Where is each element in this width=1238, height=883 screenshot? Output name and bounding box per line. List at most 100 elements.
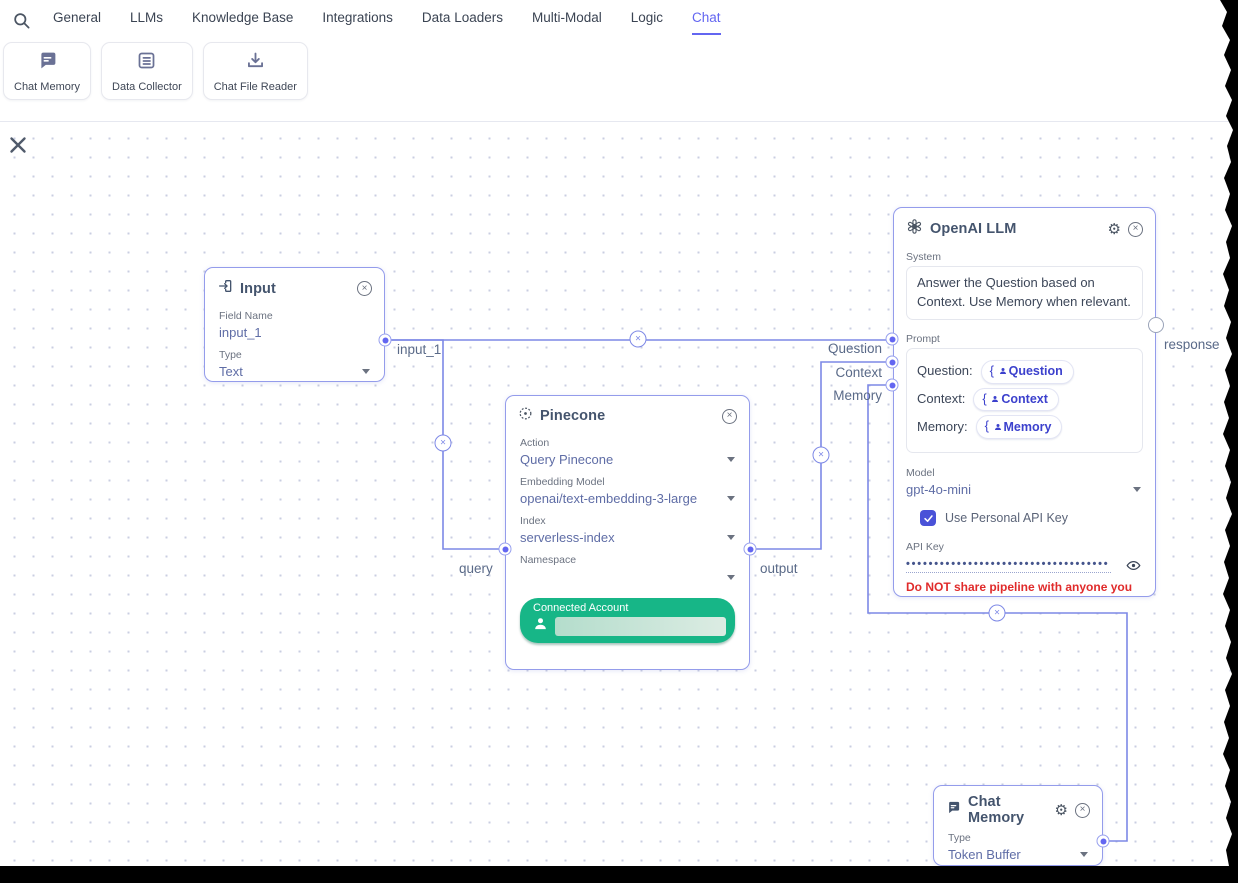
type-select[interactable]: Text [219,364,370,379]
handle-pinecone-query[interactable] [498,542,512,556]
prompt-editor[interactable]: Question: { Question Context: { Context … [906,347,1143,454]
handle-label-response: response [1164,337,1220,352]
tab-general[interactable]: General [53,10,102,25]
model-label: Model [906,467,935,480]
embedding-model-select[interactable]: openai/text-embedding-3-large [520,491,735,506]
tab-chat[interactable]: Chat [692,10,721,35]
top-nav: General LLMs Knowledge Base Integrations… [0,0,1238,35]
edge-delete-button[interactable]: × [629,330,647,348]
handle-openai-memory[interactable] [885,378,899,392]
prompt-key: Context: [917,391,966,407]
node-title: OpenAI LLM [930,221,1017,237]
chevron-down-icon [727,535,735,540]
type-label: Type [948,832,971,844]
api-key-input[interactable]: •••••••••••••••••••••••••••••••••••• [906,558,1111,574]
pipeline-canvas[interactable]: × × × × Input × Field Name input_1 Type … [0,122,1238,883]
palette-card-chat-file-reader[interactable]: Chat File Reader [202,42,308,100]
handle-input-output[interactable] [378,333,392,347]
action-select[interactable]: Query Pinecone [520,452,735,467]
node-chat-memory[interactable]: Chat Memory ⚙ × Type Token Buffer [933,785,1103,866]
prompt-key: Memory: [917,418,968,434]
chevron-down-icon [1080,852,1088,857]
use-personal-api-key-label: Use Personal API Key [945,511,1068,526]
palette-card-chat-memory[interactable]: Chat Memory [3,42,92,100]
variable-chip-context[interactable]: { Context [973,387,1059,412]
settings-gear-icon[interactable]: ⚙ [1107,219,1121,238]
node-pinecone[interactable]: Pinecone × Action Query Pinecone Embeddi… [505,395,750,670]
tab-integrations[interactable]: Integrations [322,10,393,25]
connected-account-label: Connected Account [533,602,629,614]
node-title: Pinecone [540,408,606,424]
chevron-down-icon [727,574,735,580]
tab-bar: General LLMs Knowledge Base Integrations… [53,10,721,35]
handle-label-query: query [459,561,493,576]
handle-pinecone-output[interactable] [743,542,757,556]
prompt-key: Question: [917,363,973,379]
variable-icon: { [982,390,990,406]
handle-openai-context[interactable] [885,355,899,369]
handle-label-output: output [760,561,798,576]
palette-card-label: Chat Memory [14,81,81,93]
node-title: Input [240,280,276,297]
edge-delete-button[interactable]: × [988,604,1006,622]
index-select[interactable]: serverless-index [520,530,735,545]
handle-label-context: Context [835,365,882,380]
type-select[interactable]: Token Buffer [948,847,1088,862]
connected-account-button[interactable]: Connected Account [520,598,735,643]
download-icon [245,50,266,76]
tab-logic[interactable]: Logic [630,10,664,25]
edge-delete-button[interactable]: × [812,446,830,464]
close-node-icon[interactable]: × [722,408,737,424]
system-input[interactable]: Answer the Question based on Context. Us… [906,266,1143,320]
node-input[interactable]: Input × Field Name input_1 Type Text [204,267,385,382]
person-icon [533,616,548,636]
node-title: Chat Memory [968,794,1025,826]
warning-text: Do NOT share pipeline with anyone you do… [906,580,1133,596]
handle-chat-memory-output[interactable] [1096,834,1110,848]
tab-data-loaders[interactable]: Data Loaders [421,10,503,25]
handle-openai-question[interactable] [885,332,899,346]
palette-card-data-collector[interactable]: Data Collector [101,42,193,100]
model-select[interactable]: gpt-4o-mini [906,482,1141,497]
openai-icon [906,218,923,240]
chat-bubble-icon [37,50,58,76]
close-panel-icon[interactable] [8,135,28,160]
edge-delete-button[interactable]: × [434,434,452,452]
system-label: System [906,251,942,263]
person-icon [992,395,999,402]
variable-icon: { [989,362,997,378]
tab-multi-modal[interactable]: Multi-Modal [531,10,602,25]
tab-llms[interactable]: LLMs [130,10,164,25]
embedding-model-label: Embedding Model [520,476,605,488]
tab-knowledge-base[interactable]: Knowledge Base [192,10,294,25]
action-label: Action [520,437,550,449]
person-icon [994,423,1001,430]
search-icon[interactable] [12,11,31,35]
account-value-redacted [555,616,726,636]
api-key-label: API Key [906,541,944,554]
palette-card-label: Chat File Reader [213,81,297,93]
variable-chip-memory[interactable]: { Memory [975,415,1063,440]
chevron-down-icon [727,496,735,501]
variable-icon: { [984,418,992,434]
variable-chip-question[interactable]: { Question [980,359,1074,384]
chat-bubble-icon [946,800,961,820]
handle-label-question: Question [827,341,882,356]
node-palette: Chat Memory Data Collector Chat File Rea… [0,35,1238,100]
close-node-icon[interactable]: × [357,281,372,296]
chevron-down-icon [362,369,370,374]
namespace-select[interactable] [520,569,735,585]
node-openai-llm[interactable]: OpenAI LLM ⚙ × System Answer the Questio… [893,207,1156,597]
type-label: Type [219,349,242,361]
close-node-icon[interactable]: × [1075,802,1090,818]
field-name-input[interactable]: input_1 [219,325,262,340]
use-personal-api-key-checkbox[interactable] [920,510,936,527]
index-label: Index [520,515,546,527]
settings-gear-icon[interactable]: ⚙ [1054,800,1068,819]
close-node-icon[interactable]: × [1128,221,1143,237]
namespace-label: Namespace [520,554,577,566]
eye-icon[interactable] [1126,558,1141,573]
field-name-label: Field Name [219,310,273,322]
handle-label-memory: Memory [833,388,882,403]
handle-openai-response[interactable] [1148,317,1164,333]
